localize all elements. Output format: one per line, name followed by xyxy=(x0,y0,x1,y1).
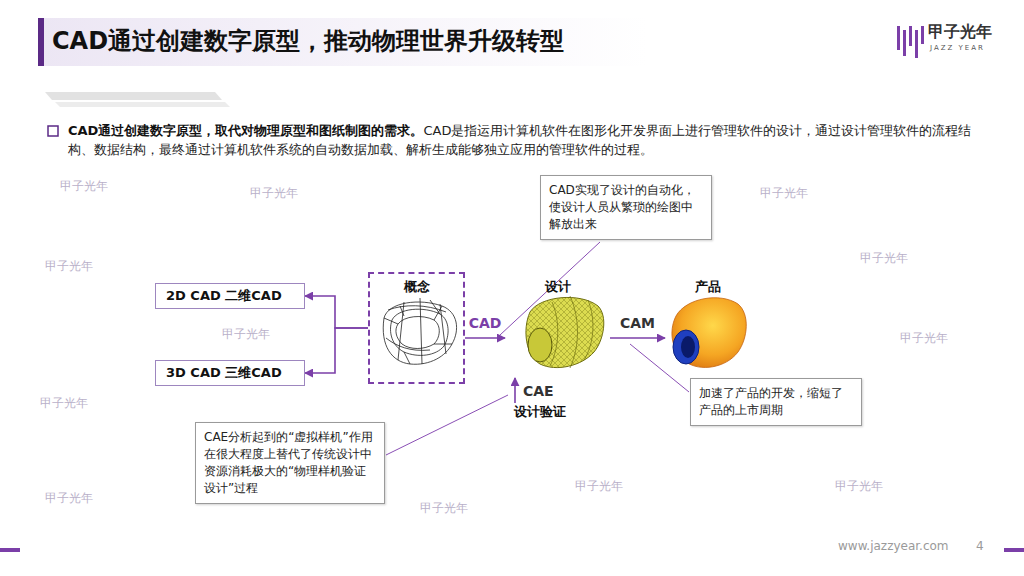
watermark: 甲子光年 xyxy=(45,258,93,275)
edge-label: CAM xyxy=(620,314,655,332)
watermark: 甲子光年 xyxy=(60,178,108,195)
watermark: 甲子光年 xyxy=(760,185,808,202)
watermark: 甲子光年 xyxy=(420,500,468,517)
lead-sentence: CAD通过创建数字原型，取代对物理原型和图纸制图的需求。 xyxy=(68,123,423,138)
website-url: www.jazzyear.com xyxy=(838,539,949,553)
watermark: 甲子光年 xyxy=(575,478,623,495)
verification-text-node: 设计验证 xyxy=(500,403,580,421)
deco-bar xyxy=(55,102,230,107)
node-text: 3D CAD 三维CAD xyxy=(166,364,282,382)
watermark: 甲子光年 xyxy=(860,250,908,267)
edge-label: CAD xyxy=(469,314,502,332)
cad-type-box: 3D CAD 三维CAD xyxy=(155,360,305,386)
logo-subtext: JAZZ YEAR xyxy=(930,44,985,52)
connector-arrow xyxy=(610,337,665,339)
edge-label: CAE xyxy=(523,382,554,400)
node-text: 设计验证 xyxy=(500,403,580,421)
title-accent xyxy=(38,18,44,66)
concept-box: 概念 xyxy=(368,272,465,384)
node-text: CAD实现了设计的自动化，使设计人员从繁琐的绘图中解放出来 xyxy=(549,182,703,233)
deco-bar xyxy=(45,92,222,100)
page-number: 4 xyxy=(976,539,984,553)
logo-mark xyxy=(897,26,924,58)
cad-type-box: 2D CAD 二维CAD xyxy=(155,283,305,309)
title-band xyxy=(38,18,648,66)
wireframe-model xyxy=(383,298,456,364)
intro-paragraph: CAD通过创建数字原型，取代对物理原型和图纸制图的需求。CAD是指运用计算机软件… xyxy=(68,121,988,159)
product-model xyxy=(672,298,746,368)
callout-box: CAD实现了设计的自动化，使设计人员从繁琐的绘图中解放出来 xyxy=(540,175,712,240)
logo-text: 甲子光年 xyxy=(928,22,992,41)
watermark: 甲子光年 xyxy=(40,395,88,412)
node-text: 概念 xyxy=(370,278,463,296)
logo-sub-holder: JAZZ YEAR xyxy=(930,44,985,52)
node-text: 产品 xyxy=(665,278,750,296)
node-text: 设计 xyxy=(505,278,610,296)
connector-arrow xyxy=(305,296,368,328)
node-text: CAE分析起到的“虚拟样机”作用在很大程度上替代了传统设计中资源消耗极大的“物理… xyxy=(204,429,376,497)
connector-arrow xyxy=(514,378,516,403)
design-stage: 设计 xyxy=(505,278,610,378)
callout-box: CAE分析起到的“虚拟样机”作用在很大程度上替代了传统设计中资源消耗极大的“物理… xyxy=(195,422,385,504)
design-mesh-model xyxy=(526,296,604,368)
product-stage: 产品 xyxy=(665,278,750,378)
connector-arrow xyxy=(465,337,505,339)
watermark: 甲子光年 xyxy=(222,326,270,343)
watermark: 甲子光年 xyxy=(900,330,948,347)
watermark: 甲子光年 xyxy=(835,478,883,495)
page-title: CAD通过创建数字原型，推动物理世界升级转型 xyxy=(52,25,564,57)
node-text: 加速了产品的开发，缩短了产品的上市周期 xyxy=(699,385,853,419)
footer-bar xyxy=(1004,548,1024,552)
node-text: 2D CAD 二维CAD xyxy=(166,287,282,305)
logo-text-holder: 甲子光年 xyxy=(928,22,992,43)
connector-arrow xyxy=(305,328,368,373)
watermark: 甲子光年 xyxy=(45,490,93,507)
footer-bar xyxy=(0,548,20,552)
watermark: 甲子光年 xyxy=(250,185,298,202)
callout-box: 加速了产品的开发，缩短了产品的上市周期 xyxy=(690,378,862,426)
bullet-square xyxy=(48,126,58,136)
